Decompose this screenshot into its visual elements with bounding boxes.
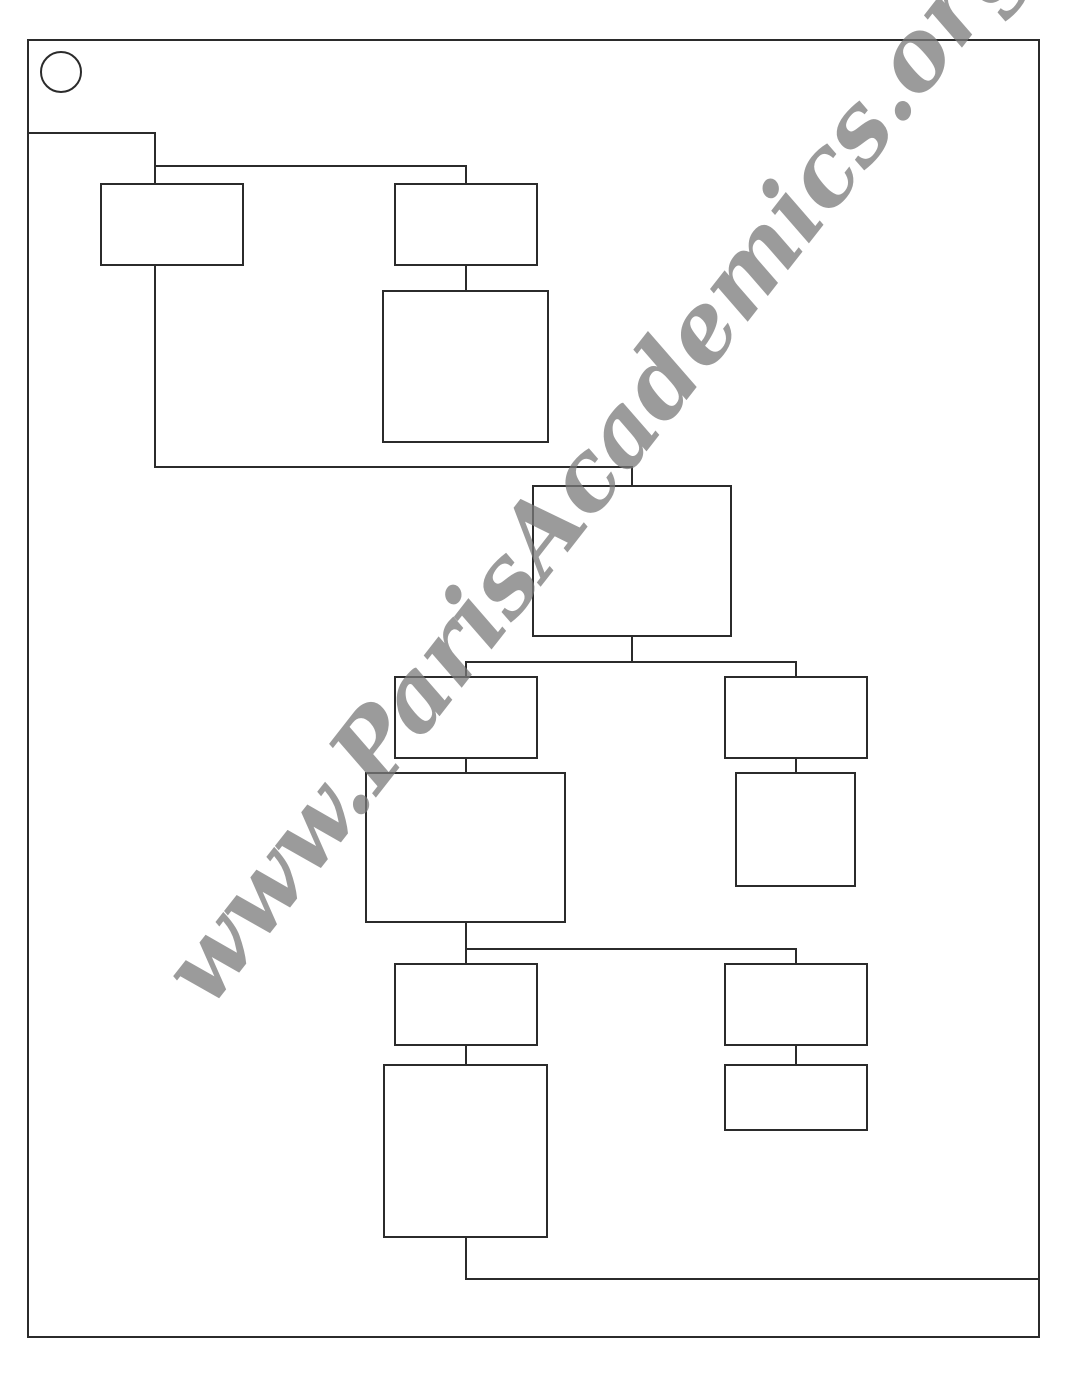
- connector-top-branch: [155, 165, 467, 184]
- box-top-left: [100, 183, 244, 266]
- connector-center-split: [465, 636, 633, 677]
- box-mid-right: [724, 676, 868, 759]
- diagram-boxes: [100, 183, 868, 1238]
- box-lower-right-detail: [724, 1064, 868, 1131]
- box-mid-left-detail: [365, 772, 566, 923]
- box-lower-left-detail: [383, 1064, 548, 1238]
- box-mid-right-detail: [735, 772, 856, 887]
- connector-lower-split-right: [466, 948, 797, 964]
- box-top-right: [394, 183, 538, 266]
- box-center: [532, 485, 732, 637]
- box-lower-right: [724, 963, 868, 1046]
- watermark: www.ParisAcademics.org: [139, 0, 1049, 1024]
- corner-circle-marker: [40, 51, 82, 93]
- outer-frame: [27, 39, 1040, 1338]
- connector-left-to-center: [154, 265, 633, 486]
- connector-exit: [465, 1237, 1039, 1280]
- connector-center-split-right: [632, 661, 797, 677]
- box-lower-left: [394, 963, 538, 1046]
- connectors: [28, 132, 1039, 1280]
- connector-entry: [28, 132, 156, 184]
- box-top-right-detail: [382, 290, 549, 443]
- box-mid-left: [394, 676, 538, 759]
